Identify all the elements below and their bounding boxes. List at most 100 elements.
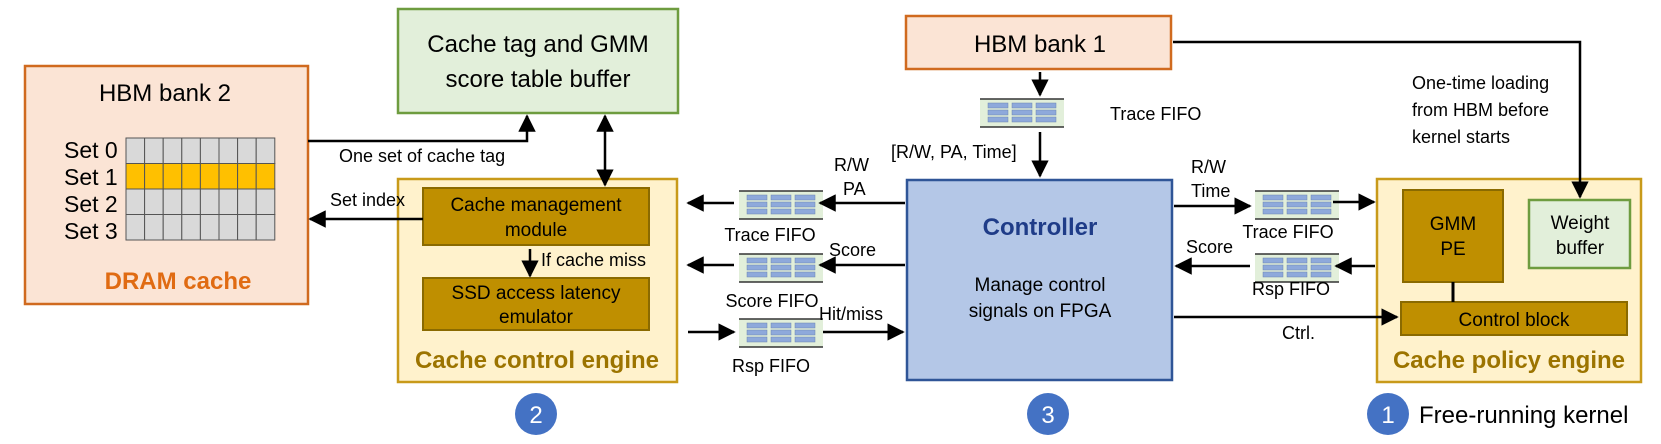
fifo-slot: [746, 271, 768, 278]
time-right-label: Time: [1191, 181, 1230, 201]
weight-load-arrow: [1173, 40, 1589, 199]
fifo-slot: [1262, 201, 1284, 208]
cache-cell: [162, 214, 183, 241]
cache-control-engine-label: Cache control engine: [415, 347, 659, 374]
cache-cell: [199, 188, 220, 215]
fifo-slot: [746, 264, 768, 271]
fifo-slot: [1286, 201, 1308, 208]
rsp-fifo-left: [739, 318, 823, 348]
fifo-slot: [1011, 116, 1033, 123]
cache-cell: [125, 214, 146, 241]
fifo-slot: [770, 257, 792, 264]
trace-fifo-left: [739, 190, 823, 220]
cache-set-grid: [125, 137, 276, 241]
cache-cell: [162, 188, 183, 215]
cache-cell: [181, 163, 201, 190]
kernel-badge-1-label: 1: [1381, 402, 1394, 429]
rsp-fifo-right-label: Rsp FIFO: [1252, 279, 1330, 299]
hbm-bank1-label: HBM bank 1: [974, 31, 1106, 58]
fifo-slot: [1286, 264, 1308, 271]
fifo-slot: [987, 102, 1009, 109]
fifo-slot: [770, 336, 792, 343]
weight-buffer-block: [1527, 198, 1632, 270]
fifo-slot: [987, 109, 1009, 116]
cache-policy-engine-label: Cache policy engine: [1393, 347, 1625, 374]
fifo-slot: [1286, 194, 1308, 201]
fifo-slot: [1262, 271, 1284, 278]
free-running-label: Free-running kernel: [1419, 402, 1628, 429]
cache-cell: [218, 214, 239, 241]
cache-mgmt-line1: Cache management: [450, 195, 622, 216]
fifo-slot: [987, 116, 1009, 123]
fifo-slot: [794, 257, 816, 264]
trace-fifo-top-label: Trace FIFO: [1110, 104, 1201, 124]
set1-label: Set 1: [64, 164, 118, 190]
cache-cell: [125, 188, 146, 215]
cache-cell: [125, 163, 146, 190]
control-block-label: Control block: [1459, 310, 1570, 331]
fifo-slot: [1286, 271, 1308, 278]
tag-buffer-block: [396, 7, 680, 115]
kernel-badge-3-label: 3: [1041, 402, 1054, 429]
fifo-slot: [794, 264, 816, 271]
gmm-pe-block: [1402, 189, 1504, 283]
cache-cell: [255, 137, 276, 164]
kernel-badge-2: [515, 393, 557, 435]
fifo-slot: [1262, 194, 1284, 201]
fifo-slot: [746, 208, 768, 215]
fifo-slot: [770, 194, 792, 201]
fifo-slot: [1011, 109, 1033, 116]
fifo-slot: [1286, 208, 1308, 215]
fifo-slot: [1262, 208, 1284, 215]
cache-cell: [181, 214, 201, 241]
fifo-slot: [794, 201, 816, 208]
control-block: [1400, 301, 1628, 336]
weight-buffer-line2: buffer: [1556, 238, 1605, 259]
ssd-latency-emulator: [422, 277, 650, 331]
cache-cell: [255, 163, 276, 190]
trace-fifo-right-label: Trace FIFO: [1242, 222, 1333, 242]
fifo-slot: [794, 322, 816, 329]
fifo-slot: [1286, 257, 1308, 264]
cache-cell: [218, 188, 239, 215]
trace-fifo-top: [980, 98, 1064, 128]
kernel-badge-2-label: 2: [529, 402, 542, 429]
score-fifo-left: [739, 253, 823, 283]
fifo-slot: [746, 257, 768, 264]
fifo-slot: [770, 208, 792, 215]
fifo-slot: [1310, 271, 1332, 278]
set0-label: Set 0: [64, 137, 118, 163]
score-left-label: Score: [829, 240, 876, 260]
if-cache-miss-label: If cache miss: [541, 250, 646, 270]
fifo-slot: [1011, 102, 1033, 109]
controller-desc1: Manage control: [975, 275, 1106, 296]
fifo-slot: [1310, 201, 1332, 208]
trace-fifo-left-label: Trace FIFO: [724, 225, 815, 245]
fifo-slot: [1310, 194, 1332, 201]
gmm-pe-line1: GMM: [1430, 214, 1476, 235]
cache-cell: [255, 214, 276, 241]
fifo-slot: [770, 329, 792, 336]
fifo-slot: [1035, 109, 1057, 116]
fifo-slot: [746, 322, 768, 329]
cache-cell: [237, 214, 257, 241]
tag-buffer-line1: Cache tag and GMM: [427, 31, 648, 58]
cache-cell: [181, 188, 201, 215]
ssd-line1: SSD access latency: [452, 283, 621, 304]
ctrl-label: Ctrl.: [1282, 323, 1315, 343]
rsp-fifo-left-label: Rsp FIFO: [732, 356, 810, 376]
fifo-slot: [770, 201, 792, 208]
fifo-slot: [1310, 257, 1332, 264]
fifo-slot: [1035, 116, 1057, 123]
rw-left-label: R/W: [834, 155, 869, 175]
fifo-slot: [794, 336, 816, 343]
rw-pa-time-label: [R/W, PA, Time]: [891, 142, 1017, 162]
set2-label: Set 2: [64, 191, 118, 217]
tag-fetch-arrow: [308, 114, 536, 143]
fifo-slot: [770, 264, 792, 271]
fifo-slot: [794, 271, 816, 278]
one-time-line1: One-time loading: [1412, 73, 1549, 93]
cache-cell: [237, 163, 257, 190]
cache-cell: [125, 137, 146, 164]
fifo-slot: [770, 271, 792, 278]
